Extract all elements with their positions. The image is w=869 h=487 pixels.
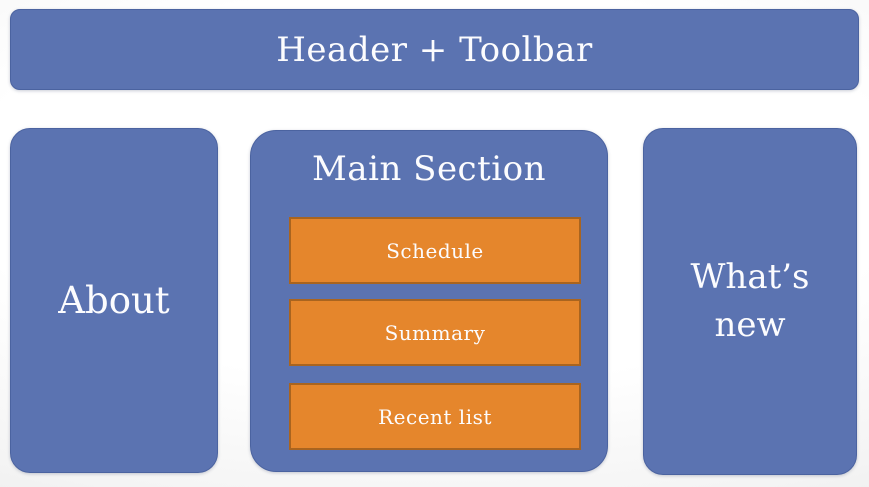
header-toolbar-panel: Header + Toolbar [10, 9, 859, 90]
header-toolbar-label: Header + Toolbar [276, 29, 593, 70]
schedule-label: Schedule [386, 238, 484, 263]
about-panel: About [10, 128, 218, 473]
main-section-panel: Main Section Schedule Summary Recent lis… [250, 130, 608, 472]
summary-box: Summary [289, 299, 581, 366]
recent-list-label: Recent list [378, 404, 492, 429]
main-section-title: Main Section [311, 149, 547, 189]
whats-new-label: What’s new [690, 256, 810, 345]
summary-label: Summary [384, 320, 486, 345]
about-label: About [58, 279, 170, 322]
recent-list-box: Recent list [289, 383, 581, 450]
schedule-box: Schedule [289, 217, 581, 284]
whats-new-panel: What’s new [643, 128, 857, 475]
